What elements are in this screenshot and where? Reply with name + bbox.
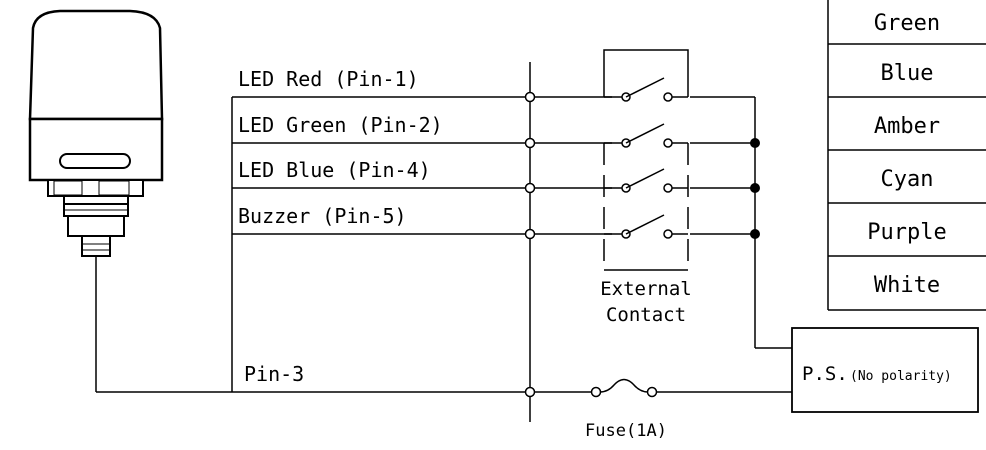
terminal-node — [524, 228, 536, 240]
color-cell-green: Green — [874, 11, 940, 36]
tower-thread-ring — [63, 195, 129, 205]
label-buzzer: Buzzer (Pin-5) — [238, 204, 407, 228]
color-cell-amber: Amber — [874, 114, 940, 139]
external-contact-block — [603, 49, 689, 271]
label-no-polarity: (No polarity) — [850, 369, 952, 384]
label-power-supply: P.S. — [802, 363, 848, 385]
junction-dot — [750, 229, 760, 239]
switch-contact-3 — [604, 168, 688, 193]
tower-nut — [67, 215, 125, 237]
label-led-green: LED Green (Pin-2) — [238, 113, 443, 137]
color-table — [827, 0, 986, 311]
color-cell-cyan: Cyan — [881, 167, 934, 192]
color-cell-blue: Blue — [881, 61, 934, 86]
color-cell-white: White — [874, 273, 940, 298]
tower-body — [28, 117, 164, 182]
switch-contact-4 — [604, 214, 688, 239]
label-led-red: LED Red (Pin-1) — [238, 67, 419, 91]
color-cell-purple: Purple — [867, 220, 946, 245]
signal-tower-device — [28, 9, 232, 393]
tower-lens-dome — [28, 9, 164, 121]
terminal-node — [524, 91, 536, 103]
fuse-symbol — [590, 378, 792, 398]
switch-contact-1 — [604, 77, 688, 102]
label-external: External — [600, 278, 692, 300]
contact-box-top — [603, 49, 689, 97]
tower-base-tab-left — [53, 180, 83, 196]
tower-connector — [81, 235, 111, 257]
terminal-node — [524, 137, 536, 149]
tower-indicator-slot — [59, 153, 131, 169]
common-return — [750, 97, 792, 349]
terminal-node — [524, 182, 536, 194]
tower-base-tab-right — [98, 180, 130, 196]
switch-contact-2 — [604, 123, 688, 148]
terminal-nodes — [524, 91, 536, 398]
power-supply-box — [791, 327, 979, 413]
label-pin3: Pin-3 — [244, 362, 304, 386]
label-contact: Contact — [606, 304, 686, 326]
label-led-blue: LED Blue (Pin-4) — [238, 158, 431, 182]
terminal-node — [524, 386, 536, 398]
junction-dot — [750, 138, 760, 148]
label-fuse: Fuse(1A) — [585, 421, 667, 441]
junction-dot — [750, 183, 760, 193]
